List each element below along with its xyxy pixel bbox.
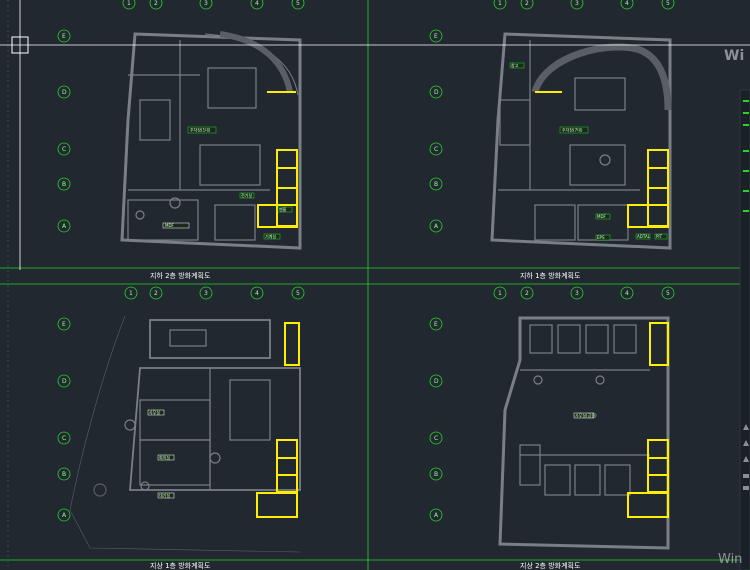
activation-watermark-top: Wi — [724, 48, 745, 64]
svg-text:C: C — [434, 146, 438, 153]
floorplan-f2 — [498, 316, 670, 550]
svg-text:B: B — [62, 471, 66, 478]
svg-text:A: A — [434, 512, 439, 519]
svg-text:D: D — [62, 89, 67, 96]
svg-text:E: E — [62, 321, 66, 328]
svg-text:A: A — [62, 223, 67, 230]
svg-text:D: D — [62, 378, 67, 385]
svg-text:기계실: 기계실 — [265, 233, 276, 239]
svg-text:2: 2 — [154, 290, 158, 297]
svg-text:4: 4 — [255, 290, 259, 297]
svg-text:2: 2 — [525, 290, 529, 297]
room-tags-b1: 창고 주차장(7대) MDF EPS ADTAL PIT — [509, 62, 668, 241]
activation-watermark-bottom: Win — [718, 552, 743, 567]
svg-text:팬룸: 팬룸 — [279, 206, 287, 212]
fire-zone-highlight-f2 — [627, 322, 669, 518]
sheet-basement-1[interactable]: 1 2 3 4 5 E D C B A — [429, 0, 675, 280]
grid-bubbles-f2 — [429, 286, 675, 522]
svg-text:5: 5 — [666, 290, 670, 297]
sheet-floor-1[interactable]: 1 2 3 4 5 E D C B A — [57, 286, 305, 570]
grid-labels-b1: 1 2 3 4 5 E D C B A — [434, 0, 670, 230]
fire-zone-highlight-b1 — [535, 91, 669, 228]
fire-zone-highlight-f1 — [256, 322, 300, 518]
grid-labels-f1: 1 2 3 4 5 E D C B A — [62, 290, 300, 519]
floorplan-f1 — [69, 315, 301, 553]
svg-text:E: E — [62, 33, 66, 40]
sheet-title-b2: 지하 2층 방화계획도 — [150, 271, 211, 280]
fire-zone-highlight-b2 — [257, 91, 298, 228]
sheet-floor-2[interactable]: 1 2 3 4 5 E D C B A — [429, 286, 675, 570]
svg-text:4: 4 — [255, 0, 259, 7]
svg-text:PIT: PIT — [656, 234, 663, 239]
svg-text:B: B — [434, 181, 438, 188]
svg-text:대기실: 대기실 — [159, 492, 170, 498]
sheet-title-b1: 지하 1층 방화계획도 — [520, 271, 581, 280]
svg-text:전기실: 전기실 — [241, 192, 252, 198]
svg-text:2: 2 — [154, 0, 158, 7]
svg-text:E: E — [434, 33, 438, 40]
sheet-title-f2: 지상 2층 방화계획도 — [520, 561, 581, 570]
svg-text:사무실: 사무실 — [149, 409, 160, 415]
right-side-panel[interactable] — [739, 89, 750, 570]
svg-text:4: 4 — [625, 0, 629, 7]
svg-text:사무실(공용): 사무실(공용) — [575, 412, 597, 418]
svg-text:C: C — [434, 435, 438, 442]
svg-text:5: 5 — [666, 0, 670, 7]
svg-text:3: 3 — [204, 290, 208, 297]
svg-text:C: C — [62, 435, 66, 442]
svg-text:E: E — [434, 321, 438, 328]
svg-text:5: 5 — [296, 290, 300, 297]
grid-bubbles-f1 — [57, 286, 305, 522]
svg-text:주차장(7대): 주차장(7대) — [562, 127, 583, 133]
room-tags-f2: 사무실(공용) — [573, 412, 597, 419]
svg-text:3: 3 — [575, 0, 579, 7]
svg-text:ADTAL: ADTAL — [637, 234, 651, 239]
svg-text:B: B — [434, 471, 438, 478]
sheet-title-f1: 지상 1층 방화계획도 — [150, 561, 211, 570]
svg-text:D: D — [434, 378, 439, 385]
svg-text:4: 4 — [625, 290, 629, 297]
svg-text:B: B — [62, 181, 66, 188]
svg-text:1: 1 — [127, 0, 131, 7]
svg-text:3: 3 — [575, 290, 579, 297]
svg-text:MDF: MDF — [165, 223, 175, 228]
svg-text:주차장(1대): 주차장(1대) — [190, 127, 211, 133]
floorplan-b1 — [490, 32, 672, 250]
svg-text:D: D — [434, 89, 439, 96]
svg-text:창고: 창고 — [511, 62, 519, 68]
svg-text:MDF: MDF — [597, 214, 607, 219]
svg-text:3: 3 — [204, 0, 208, 7]
svg-text:2: 2 — [525, 0, 529, 7]
room-tags-f1: 사무실 회의실 대기실 — [147, 409, 175, 499]
svg-text:1: 1 — [498, 290, 502, 297]
grid-labels-b2: 1 2 3 4 5 E D C B A — [62, 0, 300, 230]
room-tags-b2: 주차장(1대) 전기실 MDF 팬룸 기계실 — [162, 127, 293, 240]
svg-text:EPS: EPS — [597, 235, 605, 240]
svg-text:1: 1 — [129, 290, 133, 297]
sheet-basement-2[interactable]: 1 2 3 4 5 E D C B A — [57, 0, 305, 280]
svg-text:C: C — [62, 146, 66, 153]
svg-text:회의실: 회의실 — [159, 454, 170, 460]
svg-text:5: 5 — [296, 0, 300, 7]
floorplan-b2 — [120, 31, 302, 250]
svg-text:A: A — [62, 512, 67, 519]
svg-text:1: 1 — [498, 0, 502, 7]
grid-labels-f2: 1 2 3 4 5 E D C B A — [434, 290, 670, 519]
grid-bubbles-b2 — [57, 0, 305, 233]
grid-bubbles-b1 — [429, 0, 675, 233]
crosshair-cursor — [0, 0, 750, 270]
svg-text:A: A — [434, 223, 439, 230]
